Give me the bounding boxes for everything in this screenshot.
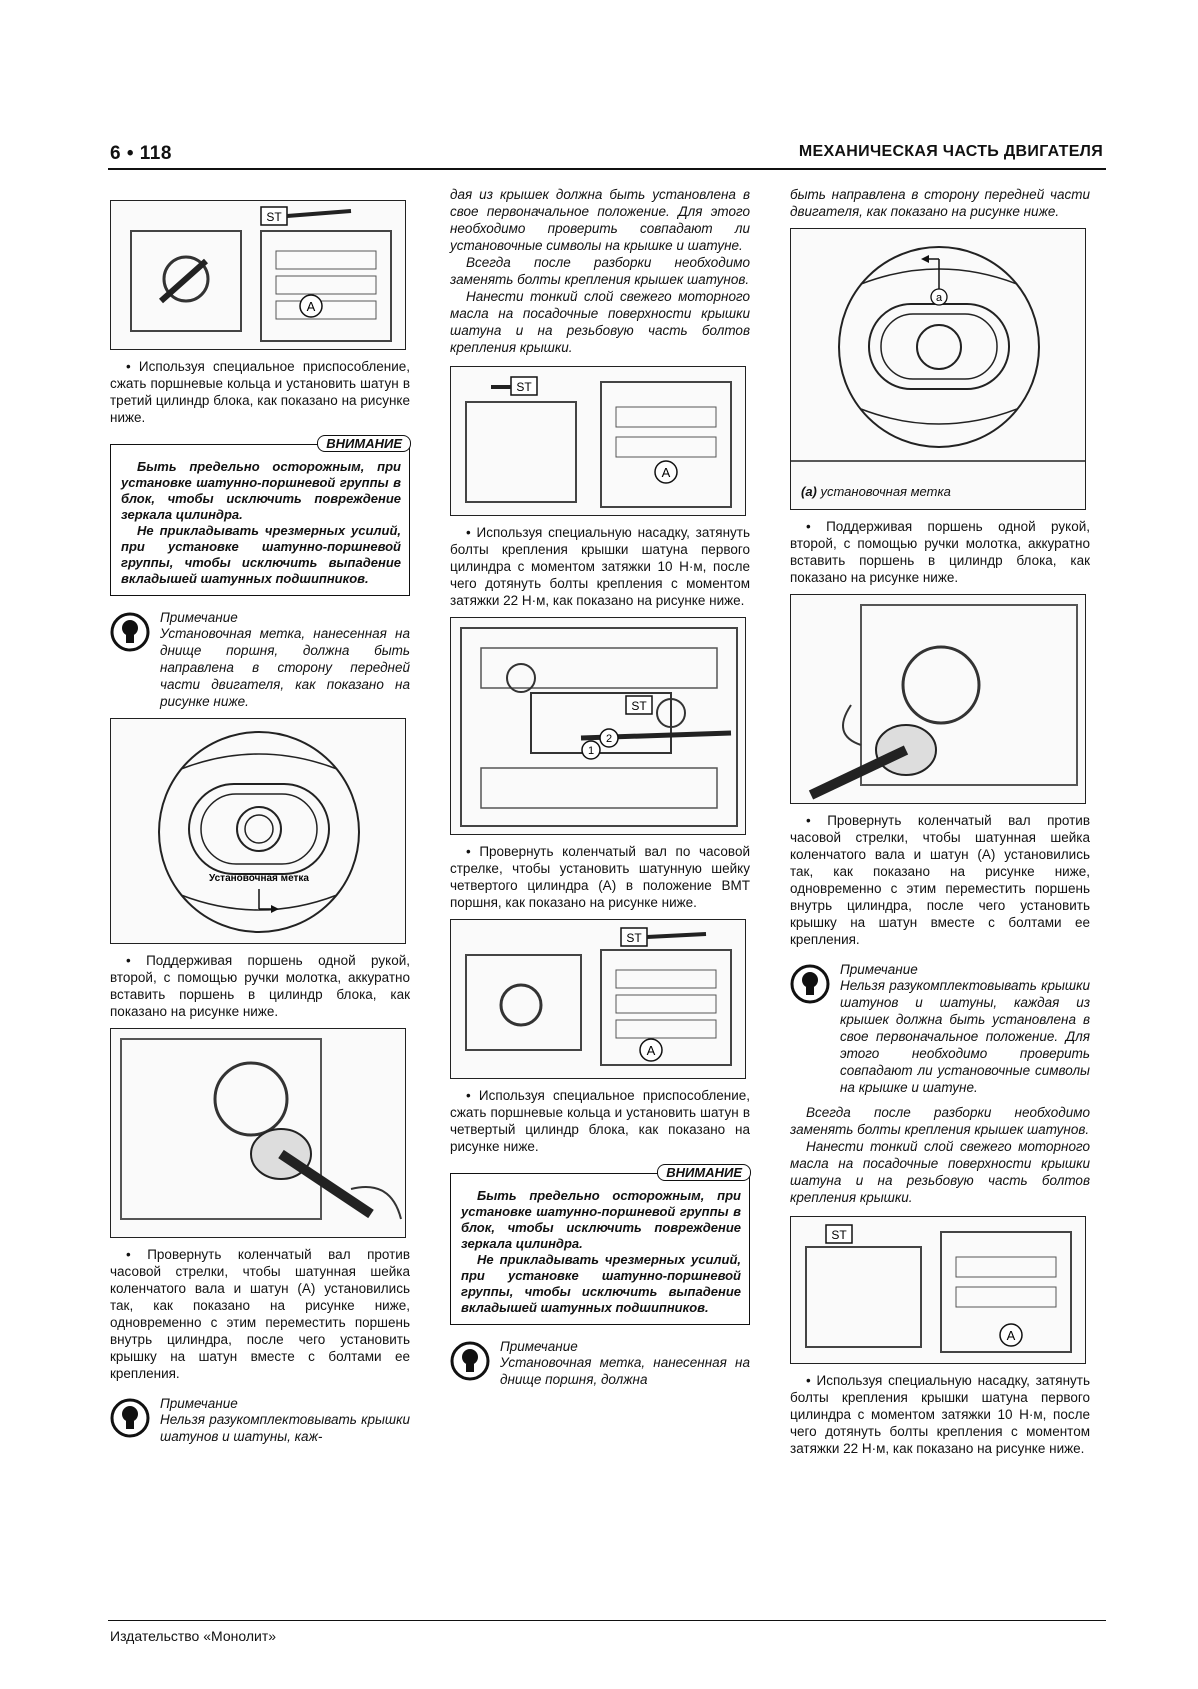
figure-piston-insert bbox=[110, 1028, 406, 1238]
note-title: Примечание bbox=[160, 610, 238, 625]
body-text: Нанести тонкий слой свежего моторного ма… bbox=[450, 289, 750, 355]
note-block: Примечание Нельзя разукомплектовывать кр… bbox=[790, 962, 1090, 1096]
figure-torque-bolts-2: ST A bbox=[790, 1216, 1086, 1364]
figure-piston-insert-2 bbox=[790, 594, 1086, 804]
note-text: Установочная метка, нанесенная на днище … bbox=[500, 1355, 750, 1387]
figure-torque-bolts: ST A bbox=[450, 366, 746, 516]
section-title: МЕХАНИЧЕСКАЯ ЧАСТЬ ДВИГАТЕЛЯ bbox=[798, 143, 1103, 160]
column-2: дая из крышек должна быть установлена в … bbox=[450, 186, 751, 1396]
lightbulb-icon bbox=[790, 964, 830, 1004]
st-label: ST bbox=[626, 931, 642, 945]
a-label: A bbox=[647, 1043, 656, 1058]
note-title: Примечание bbox=[160, 1396, 238, 1411]
warning-text: Быть предельно осторожным, при установке… bbox=[461, 1188, 741, 1251]
column-3: быть направлена в сторону передней части… bbox=[790, 186, 1090, 1465]
body-text: быть направлена в сторону передней части… bbox=[790, 187, 1090, 219]
instruction-text: • Используя специальное приспособление, … bbox=[450, 1088, 750, 1154]
note-text: Установочная метка, нанесенная на днище … bbox=[160, 626, 410, 709]
figure-piston-mark: Установочная метка bbox=[110, 718, 406, 944]
mark-label: Установочная метка bbox=[209, 873, 309, 884]
body-text: Всегда после разборки необходимо заменят… bbox=[790, 1105, 1090, 1137]
st-label: ST bbox=[516, 380, 532, 394]
instruction-text: • Провернуть коленчатый вал по часовой с… bbox=[450, 844, 750, 910]
note-block: Примечание Нельзя разукомплектовывать кр… bbox=[110, 1396, 410, 1445]
warning-text: Не прикладывать чрезмерных усилий, при у… bbox=[121, 523, 401, 586]
note-text: Нельзя разукомплектовывать крышки шатуно… bbox=[160, 1412, 410, 1444]
footer-rule bbox=[108, 1620, 1106, 1621]
note-title: Примечание bbox=[840, 962, 918, 977]
warning-box: ВНИМАНИЕ Быть предельно осторожным, при … bbox=[110, 435, 411, 596]
instruction-text: • Провернуть коленчатый вал против часов… bbox=[790, 813, 1090, 947]
lightbulb-icon bbox=[110, 1398, 150, 1438]
page-number: 6 • 118 bbox=[110, 143, 172, 164]
header-rule bbox=[108, 168, 1106, 170]
note-block: Примечание Установочная метка, нанесенна… bbox=[110, 610, 410, 710]
callout-1: 1 bbox=[588, 745, 594, 757]
warning-text: Не прикладывать чрезмерных усилий, при у… bbox=[461, 1252, 741, 1315]
body-text: дая из крышек должна быть установлена в … bbox=[450, 187, 750, 253]
lightbulb-icon bbox=[450, 1341, 490, 1381]
instruction-text: • Провернуть коленчатый вал против часов… bbox=[110, 1247, 410, 1381]
warning-box: ВНИМАНИЕ Быть предельно осторожным, при … bbox=[450, 1164, 751, 1325]
body-text: Всегда после разборки необходимо заменят… bbox=[450, 255, 750, 287]
warning-label: ВНИМАНИЕ bbox=[657, 1164, 751, 1181]
figure-caption: (а) установочная метка bbox=[801, 484, 951, 499]
figure-engine-ring-compressor: ST A bbox=[110, 200, 406, 350]
st-label: ST bbox=[831, 1228, 847, 1242]
a-lower-label: a bbox=[936, 292, 943, 304]
publisher: Издательство «Монолит» bbox=[110, 1628, 277, 1644]
warning-label: ВНИМАНИЕ bbox=[317, 435, 411, 452]
caption-text: установочная метка bbox=[816, 484, 951, 499]
instruction-text: • Используя специальное приспособление, … bbox=[110, 359, 410, 425]
a-label: A bbox=[307, 299, 316, 314]
instruction-text: • Используя специальную насадку, затянут… bbox=[450, 525, 750, 608]
figure-piston-mark-a: a (а) установочная метка bbox=[790, 228, 1086, 510]
callout-2: 2 bbox=[606, 733, 612, 745]
instruction-text: • Поддерживая поршень одной рукой, второ… bbox=[790, 519, 1090, 585]
instruction-text: • Поддерживая поршень одной рукой, второ… bbox=[110, 953, 410, 1019]
note-block: Примечание Установочная метка, нанесенна… bbox=[450, 1339, 750, 1388]
column-1: ST A • Используя специальное приспособле… bbox=[110, 200, 411, 1453]
a-label: A bbox=[1007, 1328, 1016, 1343]
instruction-text: • Используя специальную насадку, затянут… bbox=[790, 1373, 1090, 1456]
warning-text: Быть предельно осторожным, при установке… bbox=[121, 459, 401, 522]
figure-crank-rotation: ST 1 2 bbox=[450, 617, 746, 835]
a-label: A bbox=[662, 465, 671, 480]
st-label: ST bbox=[631, 699, 647, 713]
note-title: Примечание bbox=[500, 1339, 578, 1354]
st-label: ST bbox=[266, 210, 282, 224]
body-text: Нанести тонкий слой свежего моторного ма… bbox=[790, 1139, 1090, 1205]
caption-letter: (а) bbox=[801, 484, 817, 499]
figure-fourth-cylinder: ST A bbox=[450, 919, 746, 1079]
lightbulb-icon bbox=[110, 612, 150, 652]
note-text: Нельзя разукомплектовывать крышки шатуно… bbox=[840, 978, 1090, 1095]
